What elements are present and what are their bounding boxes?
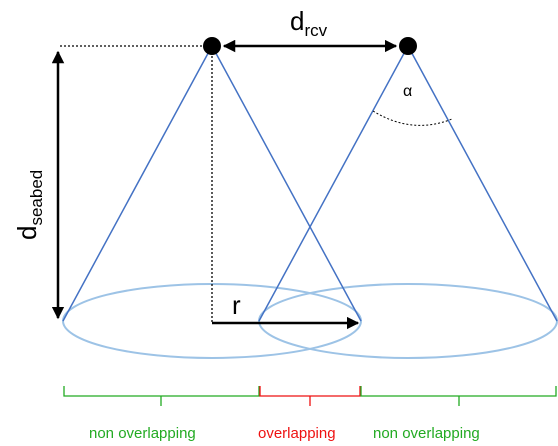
d-rcv-sub: rcv	[304, 21, 328, 40]
r-label: r	[232, 290, 241, 320]
receiver-left	[203, 37, 221, 55]
d-seabed-base: d	[12, 225, 42, 240]
region-label-non-overlapping-right: non overlapping	[373, 425, 480, 442]
cone-right-edge-left	[258, 45, 409, 322]
d-rcv-base: d	[290, 6, 305, 36]
region-label-non-overlapping-left: non overlapping	[89, 425, 196, 442]
d-seabed-sub: seabed	[27, 169, 46, 226]
bracket-non-overlapping-left	[63, 386, 260, 406]
bracket-non-overlapping-right	[360, 386, 557, 406]
d-seabed-label: dseabed	[12, 169, 46, 240]
d-rcv-label: drcv	[290, 8, 327, 39]
alpha-label: α	[403, 83, 413, 100]
alpha-arc	[372, 110, 453, 126]
cone-left-edge-left	[62, 45, 213, 322]
coverage-ellipse-right	[258, 283, 558, 359]
region-label-overlapping: overlapping	[258, 425, 336, 442]
receiver-right	[399, 37, 417, 55]
bracket-overlapping	[259, 386, 361, 406]
cone-left-edge-right	[211, 45, 362, 322]
cone-right-edge-right	[407, 45, 558, 322]
